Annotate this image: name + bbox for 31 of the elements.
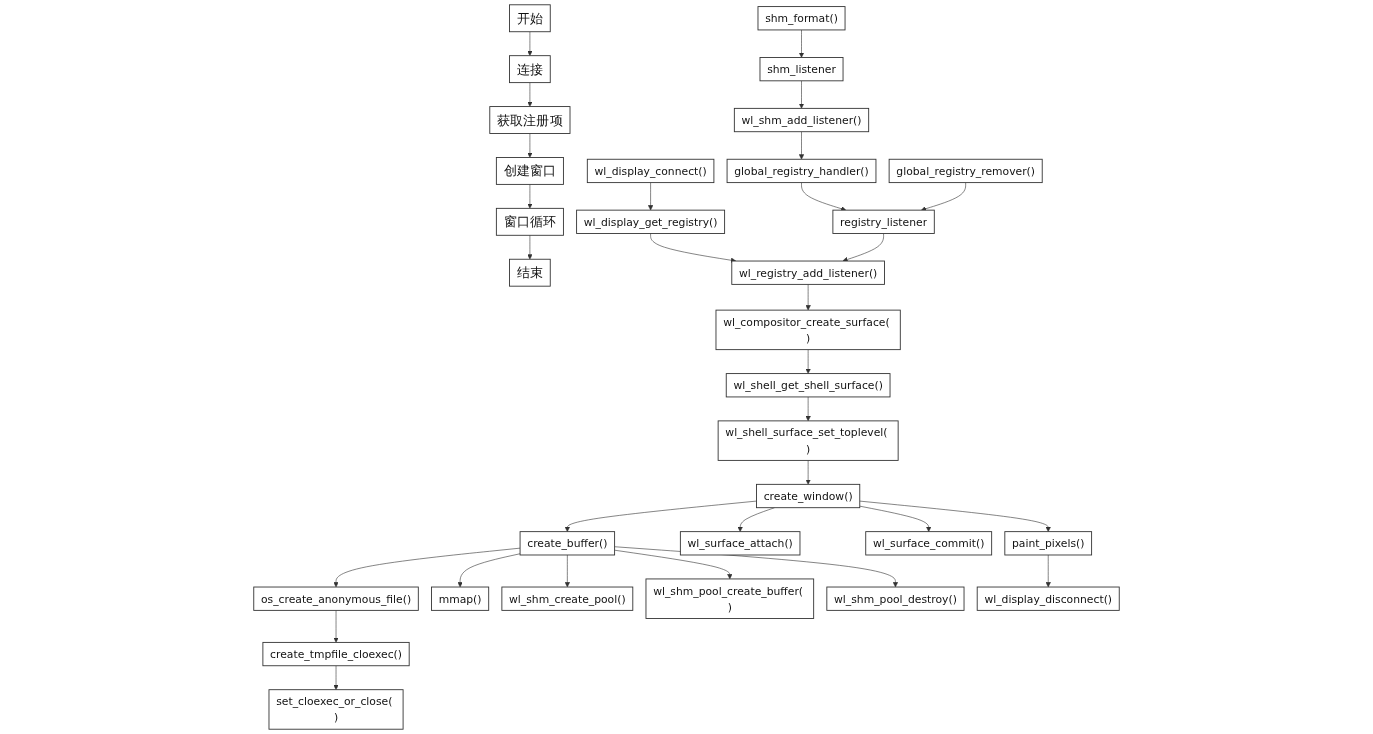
node-box: create_buffer() <box>519 531 616 556</box>
node-box: os_create_anonymous_file() <box>253 586 419 611</box>
node-box: mmap() <box>431 586 490 611</box>
node-box: 开始 <box>509 4 551 33</box>
node-box: global_registry_remover() <box>888 158 1043 184</box>
node-box: wl_shell_surface_set_toplevel( ) <box>717 420 899 461</box>
node-box: wl_shell_get_shell_surface() <box>725 373 891 398</box>
node-box: shm_format() <box>757 6 846 31</box>
node-box: create_tmpfile_cloexec() <box>262 641 410 667</box>
node-box: wl_compositor_create_surface( ) <box>715 309 901 351</box>
node-box: 结束 <box>509 258 551 287</box>
node-box: shm_listener <box>759 57 844 82</box>
node-box: 连接 <box>509 55 551 84</box>
node-box: 获取注册项 <box>489 106 571 134</box>
node-box: wl_surface_attach() <box>679 531 801 556</box>
node-box: registry_listener <box>832 209 935 234</box>
node-box: wl_display_connect() <box>586 158 715 184</box>
node-box: wl_display_get_registry() <box>576 209 726 234</box>
node-box: 窗口循环 <box>495 207 564 236</box>
node-box: wl_shm_create_pool() <box>501 586 634 611</box>
node-box: wl_shm_pool_destroy() <box>826 586 965 611</box>
node-box: 创建窗口 <box>495 157 564 185</box>
node-box: paint_pixels() <box>1004 531 1093 556</box>
node-box: wl_display_disconnect() <box>976 586 1120 611</box>
node-box: global_registry_handler() <box>726 158 877 184</box>
node-box: wl_shm_pool_create_buffer( ) <box>645 578 815 619</box>
node-box: wl_shm_add_listener() <box>733 107 870 133</box>
node-box: wl_registry_add_listener() <box>731 260 885 285</box>
node-box: create_window() <box>756 483 861 509</box>
node-box: wl_surface_commit() <box>865 531 993 556</box>
node-box: set_cloexec_or_close( ) <box>268 689 404 730</box>
